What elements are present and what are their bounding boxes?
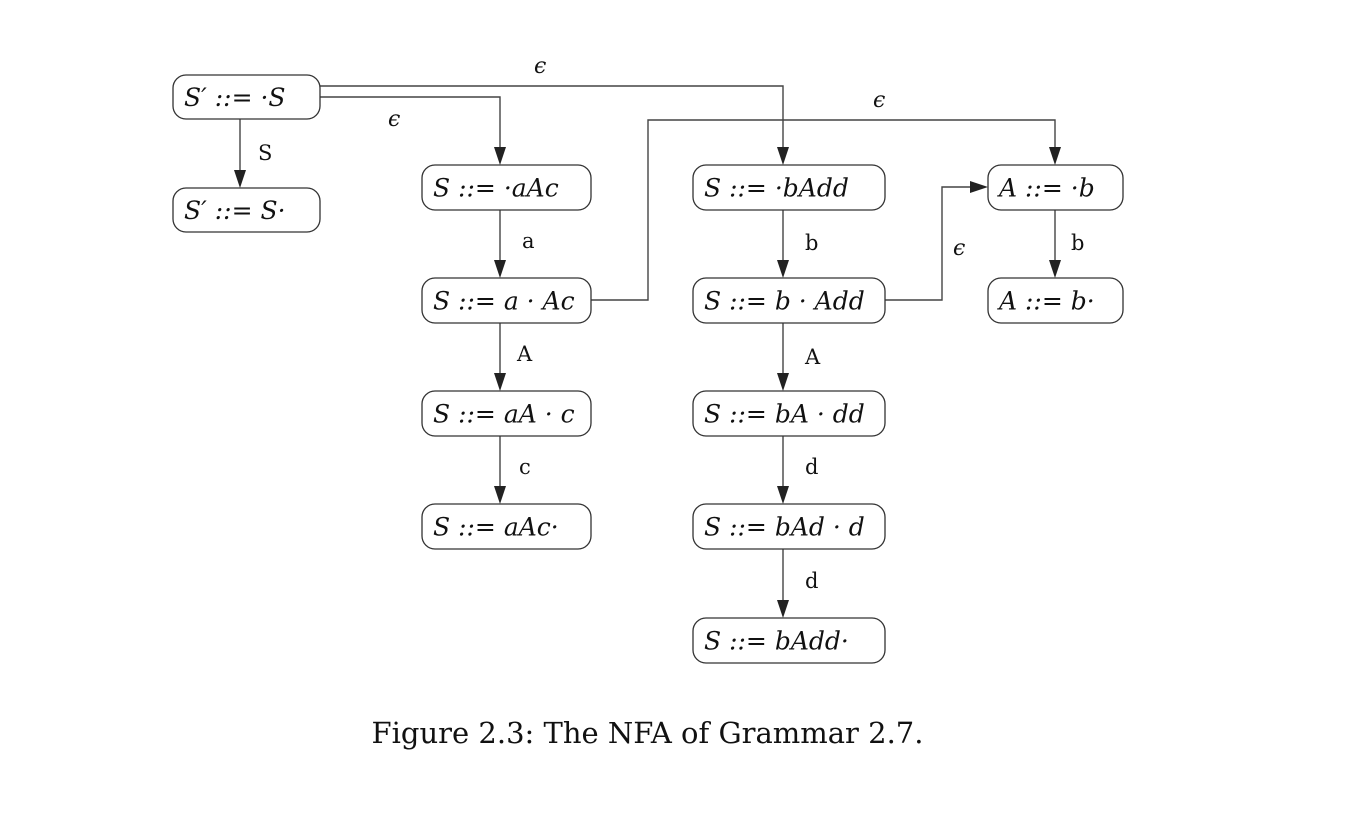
edge-n_b1-to-n_A0 — [885, 181, 988, 301]
edge-label: b — [1071, 231, 1084, 255]
state-box — [692, 390, 886, 437]
state-box — [987, 277, 1124, 324]
edge-line — [320, 96, 501, 149]
arrowhead-icon — [494, 260, 506, 278]
edge-n_A0-to-n_A1 — [1049, 210, 1061, 278]
edge-label: d — [805, 455, 818, 479]
edge-label: a — [522, 229, 535, 253]
arrowhead-icon — [234, 170, 246, 188]
arrowhead-icon — [777, 486, 789, 504]
edge-labels-layer: Sϵ ϵ aAc ϵ bAd d ϵ b — [258, 54, 1084, 593]
state-node-n-a3: S ::= aAc· — [421, 503, 592, 550]
state-node-n-A1: A ::= b· — [987, 277, 1124, 324]
arrowhead-icon — [777, 260, 789, 278]
arrowhead-icon — [494, 486, 506, 504]
state-node-n-b3: S ::= bAd · d — [692, 503, 886, 550]
state-label: S ::= b · Add — [704, 287, 865, 316]
state-box — [692, 164, 886, 211]
state-label: S ::= a · Ac — [433, 287, 575, 316]
edge-label: ϵ — [873, 88, 885, 113]
edge-line — [591, 119, 1056, 301]
state-label: S ::= bAd · d — [704, 513, 865, 542]
edge-label: ϵ — [534, 54, 546, 79]
state-box — [692, 617, 886, 664]
state-node-n-b0: S ::= ·bAdd — [692, 164, 886, 211]
state-node-n-sp-end: S′ ::= S· — [172, 187, 321, 233]
state-label: S ::= bA · dd — [704, 400, 865, 429]
edge-label: b — [805, 231, 818, 255]
state-node-n-sp-start: S′ ::= ·S — [172, 74, 321, 120]
state-label: S ::= bAdd· — [704, 627, 849, 656]
arrowhead-icon — [777, 600, 789, 618]
edge-n_sp_start-to-n_b0 — [320, 85, 789, 165]
state-box — [421, 277, 592, 324]
edge-n_a2-to-n_a3 — [494, 436, 506, 504]
edge-label: ϵ — [953, 236, 965, 261]
state-box — [421, 503, 592, 550]
state-label: S ::= aA · c — [433, 400, 575, 429]
edge-label: ϵ — [388, 107, 400, 132]
edge-n_a0-to-n_a1 — [494, 210, 506, 278]
edges-layer — [234, 85, 1061, 618]
state-label: S′ ::= ·S — [184, 83, 286, 112]
state-box — [421, 390, 592, 437]
edge-line — [885, 186, 972, 301]
state-label: A ::= ·b — [997, 174, 1095, 203]
edge-label: A — [516, 342, 533, 366]
edge-n_a1-to-n_A0 — [591, 119, 1061, 301]
edge-n_b0-to-n_b1 — [777, 210, 789, 278]
state-node-n-a1: S ::= a · Ac — [421, 277, 592, 324]
figure-caption: Figure 2.3: The NFA of Grammar 2.7. — [371, 716, 924, 750]
edge-label: S — [258, 141, 272, 165]
state-node-n-a0: S ::= ·aAc — [421, 164, 592, 211]
state-node-n-b4: S ::= bAdd· — [692, 617, 886, 664]
edge-line — [320, 85, 784, 149]
edge-label: A — [804, 345, 821, 369]
edge-n_sp_start-to-n_a0 — [320, 96, 506, 165]
edge-label: c — [519, 455, 531, 479]
state-node-n-b2: S ::= bA · dd — [692, 390, 886, 437]
edge-n_b3-to-n_b4 — [777, 549, 789, 618]
arrowhead-icon — [970, 181, 988, 193]
state-box — [421, 164, 592, 211]
edge-n_b1-to-n_b2 — [777, 323, 789, 391]
state-box — [692, 503, 886, 550]
state-box — [172, 74, 321, 120]
state-label: S ::= aAc· — [433, 513, 559, 542]
state-label: A ::= b· — [997, 287, 1095, 316]
state-node-n-a2: S ::= aA · c — [421, 390, 592, 437]
arrowhead-icon — [777, 373, 789, 391]
state-box — [692, 277, 886, 324]
state-label: S ::= ·aAc — [433, 174, 559, 203]
arrowhead-icon — [1049, 147, 1061, 165]
arrowhead-icon — [1049, 260, 1061, 278]
edge-n_b2-to-n_b3 — [777, 436, 789, 504]
state-label: S ::= ·bAdd — [704, 174, 849, 203]
state-node-n-A0: A ::= ·b — [987, 164, 1124, 211]
arrowhead-icon — [777, 147, 789, 165]
arrowhead-icon — [494, 373, 506, 391]
edge-n_a1-to-n_a2 — [494, 323, 506, 391]
state-node-n-b1: S ::= b · Add — [692, 277, 886, 324]
state-box — [172, 187, 321, 233]
edge-label: d — [805, 569, 818, 593]
edge-n_sp_start-to-n_sp_end — [234, 119, 246, 188]
state-label: S′ ::= S· — [184, 196, 286, 225]
arrowhead-icon — [494, 147, 506, 165]
state-box — [987, 164, 1124, 211]
